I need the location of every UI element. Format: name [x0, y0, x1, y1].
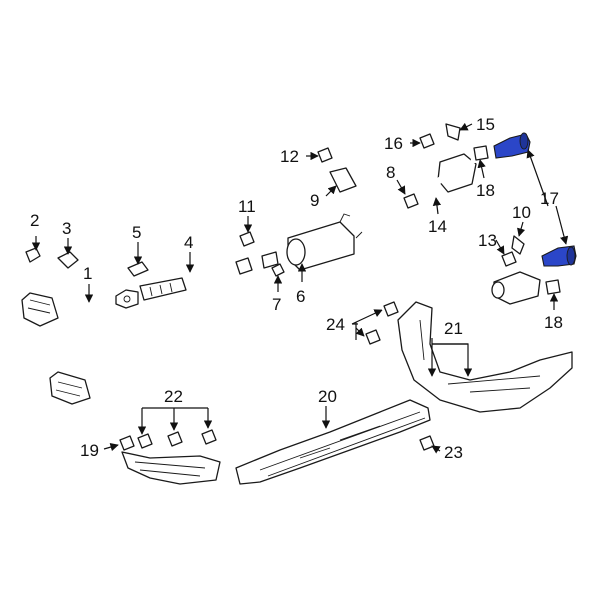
intermediate-pipe — [139, 257, 253, 301]
heat-shield-19 — [121, 451, 221, 485]
callout-1: 1 — [83, 264, 92, 283]
callout-6: 6 — [296, 287, 305, 306]
callout-15: 15 — [476, 115, 495, 134]
callout-numbers: 2 3 1 5 4 11 12 9 6 7 8 16 15 14 18 17 1… — [30, 115, 563, 462]
callout-24: 24 — [326, 315, 345, 334]
callout-14: 14 — [428, 217, 447, 236]
callout-2: 2 — [30, 211, 39, 230]
callout-19: 19 — [80, 441, 99, 460]
muffler — [261, 213, 363, 271]
callout-20: 20 — [318, 387, 337, 406]
heat-shield-20 — [235, 399, 431, 485]
callout-11: 11 — [238, 197, 256, 216]
callout-17: 17 — [540, 189, 559, 208]
callout-4: 4 — [184, 233, 193, 252]
callout-13: 13 — [478, 231, 497, 250]
callout-18-lower: 18 — [544, 313, 563, 332]
callout-7: 7 — [272, 295, 281, 314]
heat-shields — [121, 301, 573, 485]
callout-5: 5 — [132, 223, 141, 242]
callout-18-upper: 18 — [476, 181, 495, 200]
callout-3: 3 — [62, 219, 71, 238]
heat-shield-21 — [397, 301, 573, 413]
callout-21: 21 — [444, 319, 463, 338]
rear-resonator — [491, 271, 541, 305]
leader-lines — [31, 122, 569, 454]
exhaust-tips — [493, 132, 577, 267]
callout-10: 10 — [512, 203, 531, 222]
callout-23: 23 — [444, 443, 463, 462]
callout-8: 8 — [386, 163, 395, 182]
callout-12: 12 — [280, 147, 299, 166]
y-pipe-assembly — [21, 289, 139, 405]
callout-22: 22 — [164, 387, 183, 406]
hardware — [25, 123, 561, 451]
callout-16: 16 — [384, 134, 403, 153]
callout-9: 9 — [310, 191, 319, 210]
